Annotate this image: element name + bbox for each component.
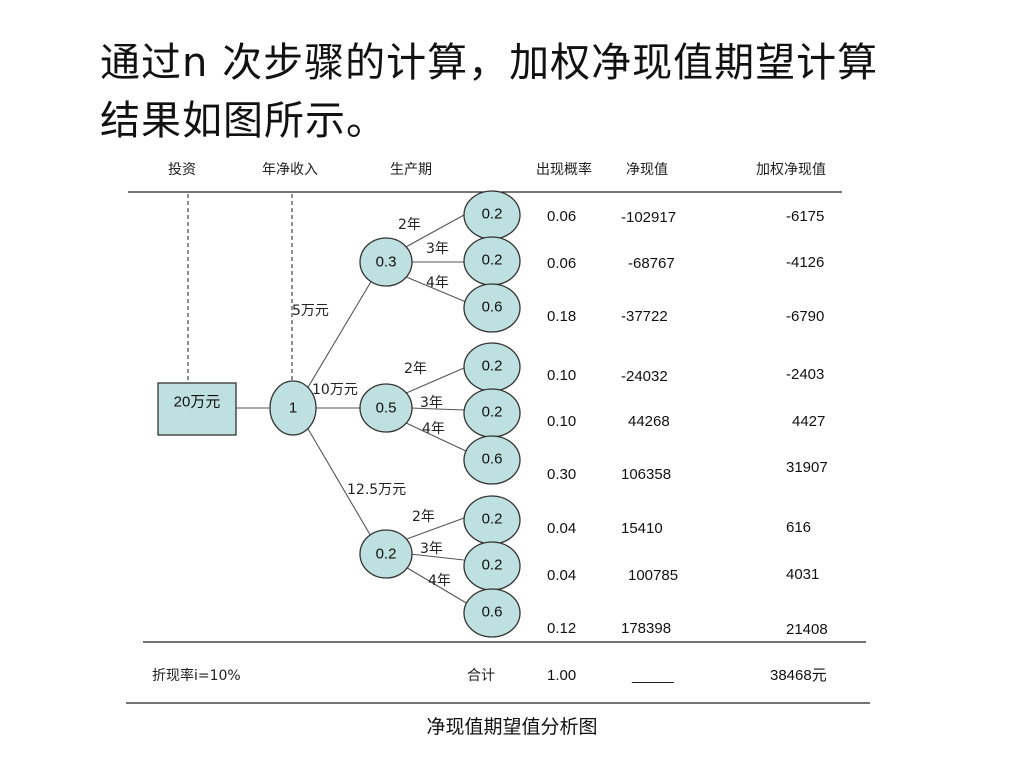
leaf-node-b3-3-label: 0.6 — [482, 604, 503, 621]
npv-b2-3: 106358 — [621, 466, 671, 483]
chance-node-2 — [359, 383, 413, 433]
leaf-node-b1-1-label: 0.2 — [482, 206, 503, 223]
edge-decision-branch-1 — [303, 279, 373, 395]
joint-prob-b1-1: 0.06 — [547, 208, 576, 225]
income-label-2: 10万元 — [312, 382, 358, 398]
leaf-node-b2-1-label: 0.2 — [482, 358, 503, 375]
leaf-node-b1-3 — [463, 283, 521, 333]
edge-b1-leaf1 — [403, 214, 465, 249]
npv-b2-1: -24032 — [621, 368, 668, 385]
period-b1-3y: 3年 — [426, 241, 449, 257]
period-b3-4y: 4年 — [428, 573, 451, 589]
total-probability: 1.00 — [547, 667, 576, 684]
npv-b1-2: -68767 — [628, 255, 675, 272]
weighted-b1-1: -6175 — [786, 208, 824, 225]
chance-node-2-label: 0.5 — [376, 400, 397, 417]
header-npv: 净现值 — [626, 162, 668, 178]
header-annual-net-income: 年净收入 — [262, 162, 318, 178]
total-label: 合计 — [467, 668, 495, 684]
figure-caption: 净现值期望值分析图 — [426, 716, 598, 738]
period-b2-2y: 2年 — [404, 361, 427, 377]
investment-box-label: 20万元 — [174, 394, 221, 411]
leaf-node-b2-3-label: 0.6 — [482, 451, 503, 468]
header-investment: 投资 — [168, 162, 196, 178]
investment-box — [157, 382, 237, 436]
period-b3-3y: 3年 — [420, 541, 443, 557]
weighted-b2-1: -2403 — [786, 366, 824, 383]
weighted-b1-3: -6790 — [786, 308, 824, 325]
edge-b2-leaf3 — [403, 421, 469, 453]
joint-prob-b3-2: 0.04 — [547, 567, 576, 584]
joint-prob-b2-3: 0.30 — [547, 466, 576, 483]
joint-prob-b3-3: 0.12 — [547, 620, 576, 637]
income-label-3: 12.5万元 — [347, 482, 406, 498]
weighted-b3-1: 616 — [786, 519, 811, 536]
chance-node-1 — [359, 237, 413, 287]
edge-b3-leaf3 — [403, 565, 469, 605]
chance-node-1-label: 0.3 — [376, 254, 397, 271]
header-probability: 出现概率 — [536, 161, 592, 178]
leaf-node-b1-3-label: 0.6 — [482, 299, 503, 316]
edge-b1-leaf3 — [403, 275, 467, 303]
title-line-2: 结果如图所示。 — [100, 98, 387, 144]
header-weighted-npv: 加权净现值 — [756, 162, 826, 178]
weighted-b1-2: -4126 — [786, 254, 824, 271]
edge-b2-leaf1 — [403, 367, 465, 395]
weighted-b3-2: 4031 — [786, 566, 819, 583]
npv-b3-3: 178398 — [621, 620, 671, 637]
joint-prob-b1-3: 0.18 — [547, 308, 576, 325]
weighted-b2-2: 4427 — [792, 413, 825, 430]
leaf-node-b2-3 — [463, 435, 521, 485]
leaf-node-b1-2-label: 0.2 — [482, 252, 503, 269]
discount-rate-label: 折现率i=10% — [152, 667, 241, 684]
npv-b3-2: 100785 — [628, 567, 678, 584]
leaf-node-b3-2-label: 0.2 — [482, 557, 503, 574]
npv-b3-1: 15410 — [621, 520, 663, 537]
chance-node-3-label: 0.2 — [376, 546, 397, 563]
joint-prob-b1-2: 0.06 — [547, 255, 576, 272]
edge-b3-leaf2 — [409, 553, 465, 561]
npv-b1-3: -37722 — [621, 308, 668, 325]
edge-decision-branch-3 — [303, 421, 373, 539]
period-b2-4y: 4年 — [422, 421, 445, 437]
total-npv-blank: _____ — [631, 667, 674, 684]
joint-prob-b2-1: 0.10 — [547, 367, 576, 384]
weighted-b3-3: 21408 — [786, 621, 828, 638]
header-production-period: 生产期 — [390, 162, 432, 178]
income-label-1: 5万元 — [292, 303, 329, 319]
joint-prob-b3-1: 0.04 — [547, 520, 576, 537]
leaf-node-b2-2-label: 0.2 — [482, 404, 503, 421]
npv-b1-1: -102917 — [621, 209, 676, 226]
slide-title: 通过n 次步骤的计算，加权净现值期望计算 结果如图所示。 — [100, 34, 980, 150]
decision-node — [269, 380, 317, 436]
title-line-1: 通过n 次步骤的计算，加权净现值期望计算 — [100, 40, 879, 86]
leaf-node-b3-3 — [463, 588, 521, 638]
edge-b2-leaf2 — [409, 407, 465, 411]
chance-node-3 — [359, 529, 413, 579]
total-weighted-npv: 38468元 — [770, 667, 827, 684]
period-b1-4y: 4年 — [426, 275, 449, 291]
period-b3-2y: 2年 — [412, 509, 435, 525]
edge-b3-leaf1 — [403, 517, 465, 541]
leaf-node-b3-1-label: 0.2 — [482, 511, 503, 528]
period-b1-2y: 2年 — [398, 217, 421, 233]
decision-node-label: 1 — [289, 400, 297, 417]
weighted-b2-3: 31907 — [786, 459, 828, 476]
joint-prob-b2-2: 0.10 — [547, 413, 576, 430]
period-b2-3y: 3年 — [420, 395, 443, 411]
npv-b2-2: 44268 — [628, 413, 670, 430]
